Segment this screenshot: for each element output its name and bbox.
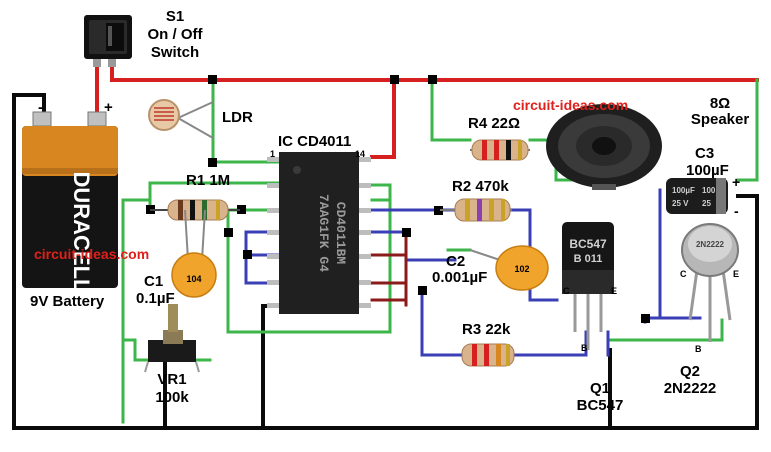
c2-ref: C2: [446, 253, 466, 270]
r2-label: R2 470k: [452, 178, 509, 195]
r4-label: R4 22Ω: [468, 115, 521, 132]
potentiometer-vr1: [144, 304, 200, 373]
pin-1-label: 1: [270, 149, 276, 159]
speaker-label: Speaker: [690, 111, 750, 128]
ic-label: IC CD4011: [278, 133, 352, 150]
ic-cd4011: 7AAG1FK G4 CD4011BM: [267, 152, 371, 314]
c3-label-1: 100µF: [672, 186, 695, 195]
darkred-wires: [370, 230, 408, 307]
transistor-q2: 2N2222: [681, 223, 739, 342]
c3-label-4: 25: [702, 199, 711, 208]
ldr-label: LDR: [222, 109, 253, 126]
c3-label-3: 100: [702, 186, 716, 195]
q2-ref: Q2: [679, 363, 700, 380]
c3-plus-mark: +: [732, 174, 741, 190]
battery-label: 9V Battery: [30, 293, 105, 310]
capacitor-c1: 104: [171, 209, 217, 298]
capacitor-c3: 100µF 25 V 100 25: [666, 178, 728, 214]
q1-line1: BC547: [569, 237, 607, 251]
q1-pin-b: B: [581, 343, 588, 353]
chip-line2: CD4011BM: [333, 202, 348, 265]
chip-line1: 7AAG1FK G4: [316, 194, 331, 272]
wire-layer: [12, 64, 759, 430]
c1-val: 0.1µF: [136, 290, 175, 307]
watermark-top: circuit-ideas.com: [513, 97, 629, 113]
green-wires: [121, 78, 759, 424]
s1-ref: S1: [165, 8, 185, 25]
c1-ref: C1: [144, 273, 164, 290]
c2-code: 102: [514, 264, 529, 274]
c3-label-2: 25 V: [672, 199, 689, 208]
q1-pin-c: C: [563, 286, 570, 296]
q2-pin-c: C: [680, 269, 687, 279]
positive-rail: [95, 64, 759, 159]
q1-line2: B 011: [574, 253, 603, 265]
c3-ref: C3: [695, 145, 715, 162]
q2-part: 2N2222: [663, 380, 717, 397]
c3-minus-mark: -: [734, 203, 739, 219]
c3-val: 100µF: [686, 162, 729, 179]
r3-label: R3 22k: [462, 321, 511, 338]
c1-code: 104: [186, 274, 201, 284]
c2-val: 0.001µF: [432, 269, 488, 286]
s1-desc-2: Switch: [150, 44, 200, 61]
q2-pin-b: B: [695, 344, 702, 354]
speaker-ohm-label: 8Ω: [709, 95, 731, 112]
svg-text:DURACELL: DURACELL: [69, 172, 94, 293]
q1-part: BC547: [576, 397, 624, 414]
q1-ref: Q1: [589, 380, 610, 397]
q2-pin-e: E: [733, 269, 740, 279]
ground-rail: [12, 93, 759, 430]
switch-s1: [84, 15, 132, 67]
q1-pin-e: E: [611, 286, 618, 296]
transistor-q1: BC547 B 011: [562, 222, 614, 350]
watermark-left: circuit-ideas.com: [34, 246, 150, 262]
r1-label: R1 1M: [186, 172, 231, 189]
resistor-r4: [470, 139, 530, 161]
speaker: [546, 104, 662, 190]
vr1-val: 100k: [155, 389, 189, 406]
battery-plus: +: [104, 99, 113, 116]
s1-desc-1: On / Off: [147, 26, 203, 43]
resistor-r1: [150, 199, 240, 221]
resistor-r3: [461, 343, 515, 367]
capacitor-c2: 102: [469, 245, 549, 291]
resistor-r2: [440, 198, 512, 222]
q2-marking: 2N2222: [696, 240, 725, 249]
battery-9v: DURACELL: [22, 111, 118, 293]
vr1-ref: VR1: [157, 371, 187, 388]
battery-minus: -: [38, 99, 43, 116]
ldr: [148, 99, 214, 139]
pin-14-label: 14: [355, 149, 366, 159]
